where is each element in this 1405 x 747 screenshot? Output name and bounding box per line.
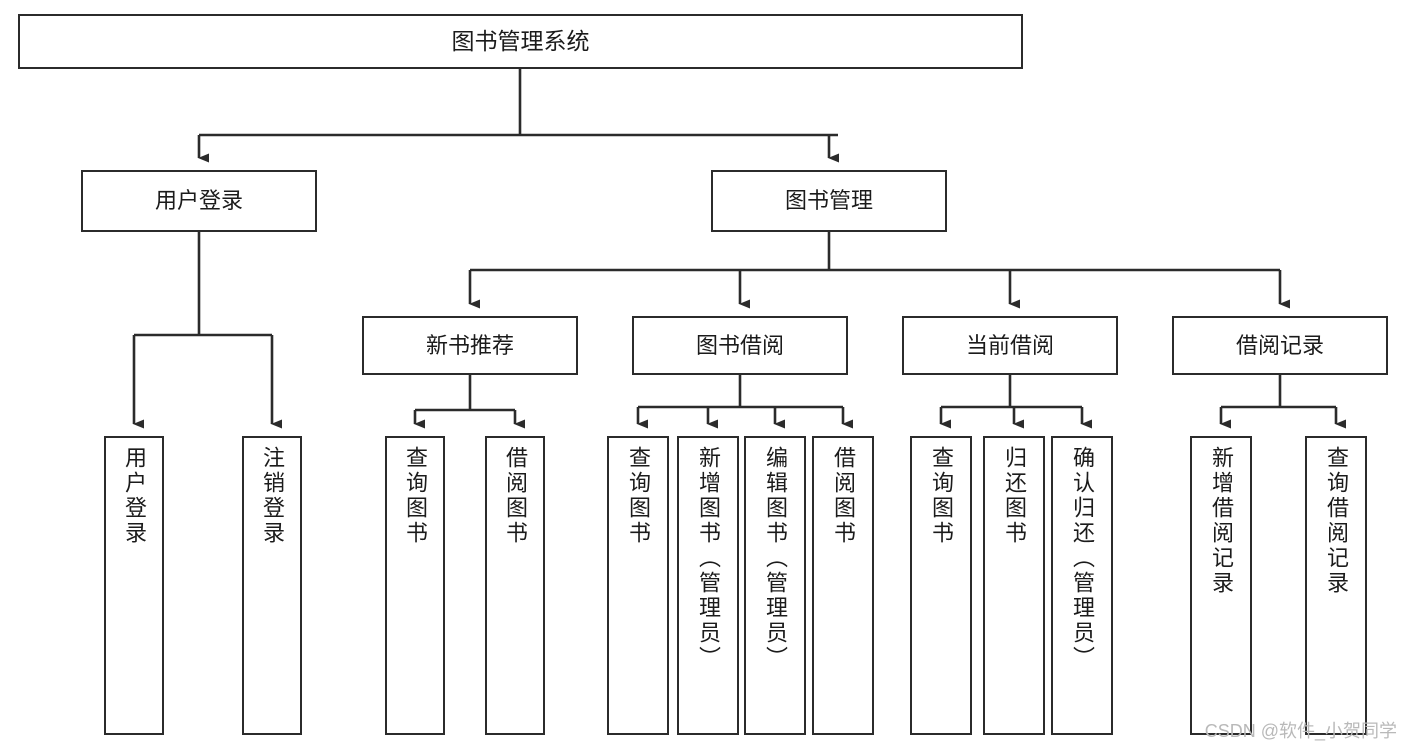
node-leaf-user-logout-label: 注销登录 <box>260 446 285 546</box>
node-current-borrow[interactable]: 当前借阅 <box>902 316 1118 375</box>
node-leaf-user-logout[interactable]: 注销登录 <box>242 436 302 735</box>
node-leaf-borrow-book-1[interactable]: 借阅图书 <box>485 436 545 735</box>
node-leaf-borrow-book-2-label: 借阅图书 <box>831 446 856 546</box>
node-leaf-confirm-return-admin-label: 确认归还（管理员） <box>1070 446 1095 671</box>
node-new-book-recommend[interactable]: 新书推荐 <box>362 316 578 375</box>
node-leaf-edit-book-admin[interactable]: 编辑图书（管理员） <box>744 436 806 735</box>
node-leaf-add-borrow-record-label: 新增借阅记录 <box>1209 446 1234 596</box>
node-leaf-borrow-book-2[interactable]: 借阅图书 <box>812 436 874 735</box>
node-borrow-record-label: 借阅记录 <box>1235 332 1324 358</box>
node-leaf-query-book-1-label: 查询图书 <box>403 446 428 546</box>
node-new-book-recommend-label: 新书推荐 <box>425 332 514 358</box>
node-leaf-query-book-1[interactable]: 查询图书 <box>385 436 445 735</box>
node-leaf-borrow-book-1-label: 借阅图书 <box>503 446 528 546</box>
node-leaf-query-borrow-record[interactable]: 查询借阅记录 <box>1305 436 1367 735</box>
node-book-manage[interactable]: 图书管理 <box>711 170 947 232</box>
node-user-login[interactable]: 用户登录 <box>81 170 317 232</box>
node-root[interactable]: 图书管理系统 <box>18 14 1023 69</box>
node-leaf-query-book-3[interactable]: 查询图书 <box>910 436 972 735</box>
node-leaf-add-book-admin-label: 新增图书（管理员） <box>696 446 721 671</box>
node-leaf-query-book-3-label: 查询图书 <box>929 446 954 546</box>
node-current-borrow-label: 当前借阅 <box>965 332 1054 358</box>
node-leaf-return-book[interactable]: 归还图书 <box>983 436 1045 735</box>
node-leaf-user-login-label: 用户登录 <box>122 446 147 546</box>
node-leaf-user-login[interactable]: 用户登录 <box>104 436 164 735</box>
node-leaf-query-book-2-label: 查询图书 <box>626 446 651 546</box>
node-leaf-query-borrow-record-label: 查询借阅记录 <box>1324 446 1349 596</box>
csdn-watermark: CSDN @软件_小贺同学 <box>1204 721 1397 741</box>
node-leaf-confirm-return-admin[interactable]: 确认归还（管理员） <box>1051 436 1113 735</box>
node-book-borrow[interactable]: 图书借阅 <box>632 316 848 375</box>
node-leaf-add-borrow-record[interactable]: 新增借阅记录 <box>1190 436 1252 735</box>
node-user-login-label: 用户登录 <box>154 188 243 214</box>
node-book-borrow-label: 图书借阅 <box>695 332 784 358</box>
node-book-manage-label: 图书管理 <box>784 188 873 214</box>
node-leaf-add-book-admin[interactable]: 新增图书（管理员） <box>677 436 739 735</box>
node-leaf-return-book-label: 归还图书 <box>1002 446 1027 546</box>
node-leaf-edit-book-admin-label: 编辑图书（管理员） <box>763 446 788 671</box>
node-leaf-query-book-2[interactable]: 查询图书 <box>607 436 669 735</box>
node-borrow-record[interactable]: 借阅记录 <box>1172 316 1388 375</box>
node-root-label: 图书管理系统 <box>451 28 590 55</box>
